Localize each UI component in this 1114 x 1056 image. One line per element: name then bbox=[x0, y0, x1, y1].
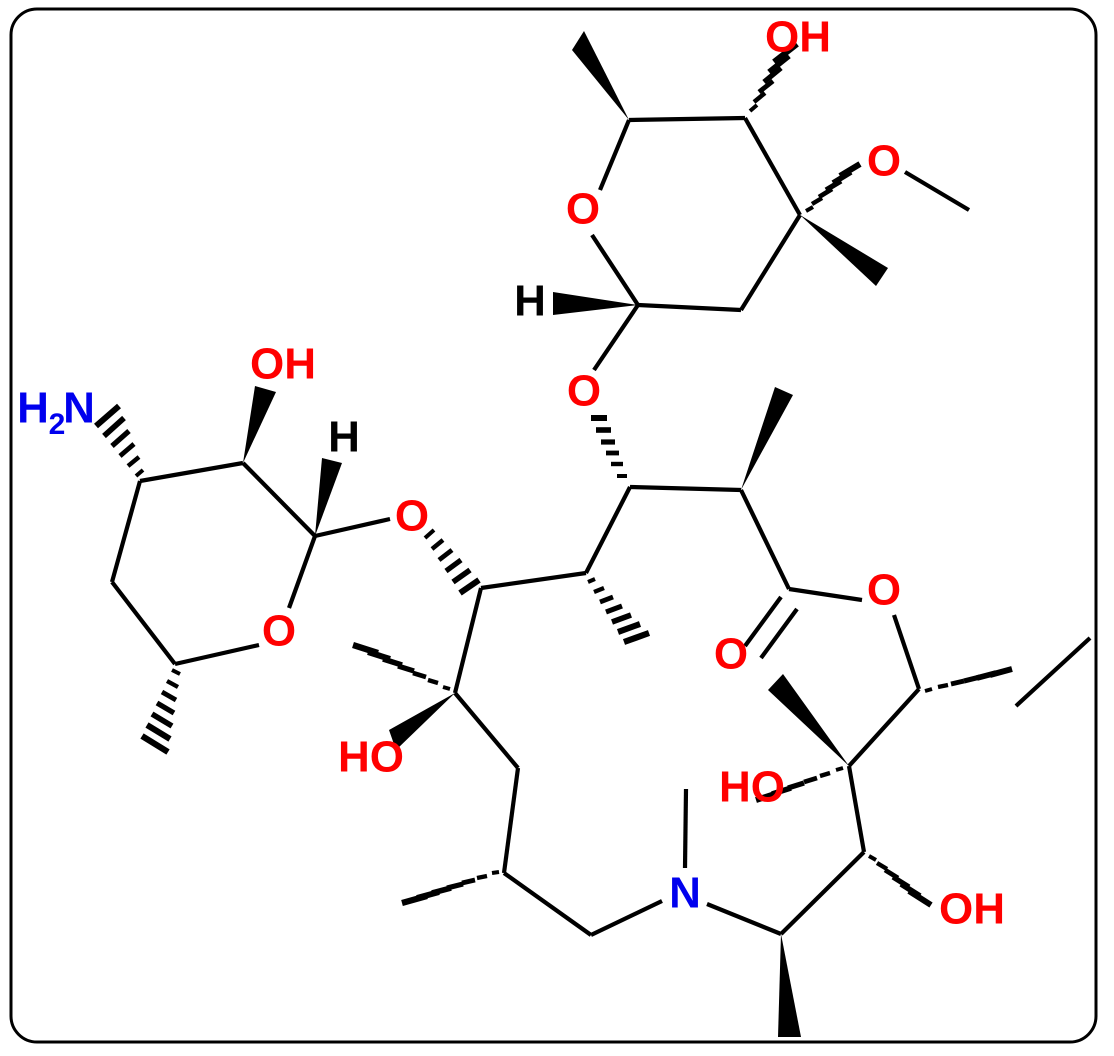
bond-cladinose-c3-c4 bbox=[739, 213, 802, 312]
wedge-cladinose-c1-methyl bbox=[572, 31, 629, 120]
label-lactone-ester-oxygen: O bbox=[867, 566, 901, 615]
label-glycosidic-oxygen-left: O bbox=[395, 492, 429, 541]
bond-macro-ethyl-terminal bbox=[1014, 636, 1092, 708]
hash-glycosidic-top-to-macrocycle bbox=[591, 415, 627, 478]
bond-n-methyl bbox=[682, 788, 689, 869]
label-macro-ring-nitrogen: N bbox=[669, 869, 701, 918]
bond-macro-e bbox=[846, 765, 867, 853]
bond-cladinose-c5-o bbox=[590, 233, 640, 307]
macrolactone-ring bbox=[452, 484, 921, 937]
bond-cladinose-c2-c3 bbox=[743, 116, 802, 217]
bond-cladinose-c4-c5 bbox=[637, 302, 742, 313]
hash-desosamine-c5-methyl bbox=[140, 668, 181, 755]
bond-macro-n bbox=[584, 486, 632, 574]
bond-macro-j bbox=[501, 767, 521, 874]
label-amine-h: H bbox=[17, 384, 49, 433]
bond-macro-k bbox=[453, 691, 520, 770]
label-desosamine-ring-oxygen: O bbox=[262, 607, 296, 656]
label-desosamine-hydroxyl: OH bbox=[250, 340, 316, 389]
bond-desosamine-o-c5 bbox=[174, 642, 260, 667]
bond-macro-m bbox=[480, 570, 587, 591]
wedge-macro-c6-hydroxyl bbox=[389, 693, 455, 750]
bond-desosamine-c5-c4 bbox=[110, 580, 177, 666]
bond-cladinose-o-c1 bbox=[598, 119, 631, 191]
label-desosamine-anomeric-hydrogen: H bbox=[328, 413, 360, 462]
label-lactone-carbonyl-oxygen: O bbox=[714, 630, 748, 679]
bond-macro-c-ester-o bbox=[788, 586, 863, 603]
hash-macro-c13-ethyl bbox=[924, 666, 1013, 693]
bond-macro-i bbox=[502, 871, 593, 937]
wedge-cladinose-anomeric-h bbox=[553, 292, 638, 315]
cladinose-ring bbox=[590, 115, 802, 313]
bond-carbonyl-inner bbox=[743, 595, 783, 648]
bond-macro-ester-o-c13 bbox=[892, 614, 921, 690]
bond-cladinose-c5-glycosidic-o bbox=[592, 303, 640, 372]
bond-macro-a bbox=[629, 484, 742, 493]
wedge-cladinose-c3-methyl bbox=[800, 215, 888, 286]
hash-macro-c11-hydroxyl bbox=[868, 854, 933, 908]
bond-desosamine-c4-c3 bbox=[109, 480, 143, 583]
hash-macro-c8-methyl bbox=[401, 870, 500, 906]
bond-macro-h bbox=[590, 899, 663, 937]
label-macro-c6-hydroxyl: HO bbox=[338, 733, 404, 782]
label-glycosidic-oxygen-top: O bbox=[567, 367, 601, 416]
lactone-carbonyl bbox=[743, 595, 799, 660]
bond-macro-f bbox=[779, 850, 866, 936]
bond-cladinose-ome-ch3 bbox=[903, 170, 971, 212]
hash-macro-c12-hydroxyl bbox=[755, 766, 844, 803]
bond-desosamine-c1-glycosidic-o bbox=[314, 516, 391, 539]
wedge-macro-c10-methyl bbox=[778, 934, 801, 1037]
bond-desosamine-c2-c1 bbox=[241, 461, 317, 538]
label-cladinose-ring-oxygen: O bbox=[566, 185, 600, 234]
hash-cladinose-c3-omethyl bbox=[805, 161, 862, 213]
hash-cladinose-c2-oh bbox=[748, 41, 799, 113]
bond-carbonyl-outer bbox=[759, 607, 799, 660]
label-macro-c11-hydroxyl: OH bbox=[939, 885, 1005, 934]
label-cladinose-methoxy-oxygen: O bbox=[867, 137, 901, 186]
label-desosamine-amine-group: H 2 N bbox=[17, 384, 95, 441]
hash-desosamine-amine bbox=[94, 403, 145, 478]
label-macro-c12-hydroxyl: HO bbox=[719, 763, 785, 812]
bond-desosamine-c3-c2 bbox=[139, 460, 244, 484]
hash-macro-c4-methyl bbox=[587, 577, 651, 645]
label-amine-subscript-2: 2 bbox=[49, 408, 66, 441]
wedge-desosamine-oh bbox=[243, 386, 276, 463]
bond-macro-d bbox=[847, 687, 921, 768]
label-cladinose-anomeric-hydrogen: H bbox=[514, 277, 546, 326]
hash-macro-c6-methyl bbox=[352, 642, 451, 691]
diagram-frame bbox=[9, 7, 1098, 1044]
bond-macro-b bbox=[739, 489, 791, 590]
wedge-macro-c2-methyl bbox=[741, 387, 793, 490]
bond-macro-l bbox=[452, 587, 484, 694]
desosamine-ring bbox=[109, 460, 317, 667]
bond-cladinose-c1-c2 bbox=[628, 115, 746, 123]
wedge-macro-c12-methyl bbox=[768, 674, 849, 766]
wedge-desosamine-anomeric-h bbox=[315, 458, 342, 536]
bond-desosamine-c1-o bbox=[287, 535, 317, 609]
label-amine-n: N bbox=[63, 384, 95, 433]
label-cladinose-oh: OH bbox=[765, 13, 831, 62]
bond-macro-g bbox=[706, 902, 782, 936]
hash-glycosidic-left-to-macrocycle bbox=[423, 528, 481, 596]
